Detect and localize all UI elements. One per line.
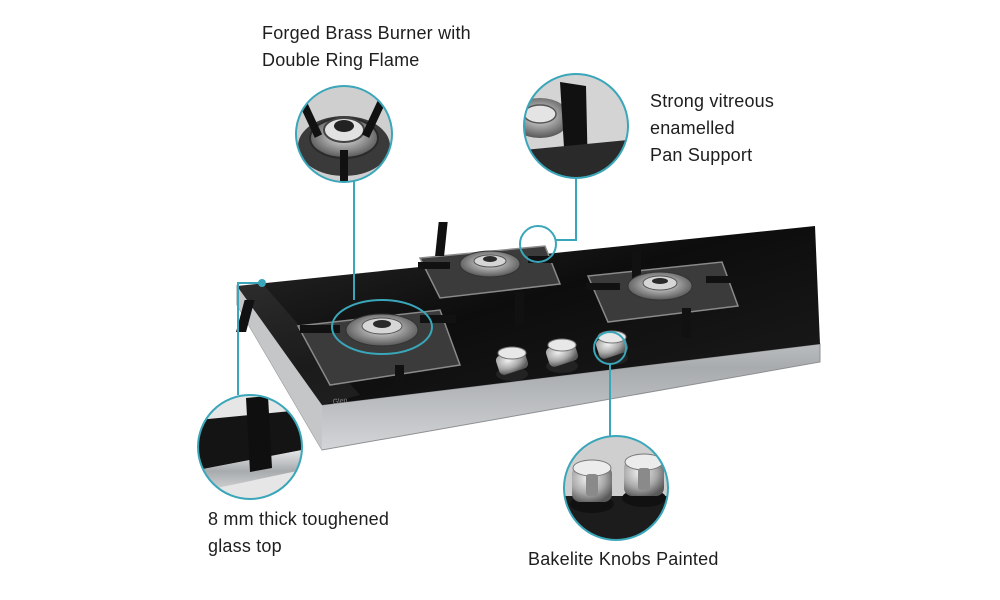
burner-cap <box>652 278 668 284</box>
knob-middle <box>545 338 579 373</box>
pan-support-arm <box>528 256 560 263</box>
pan-support-arm <box>515 292 524 324</box>
callout-burner-text: Forged Brass Burner with Double Ring Fla… <box>262 20 471 74</box>
pan-support-highlight-ring <box>519 225 557 263</box>
callout-glass-top-text: 8 mm thick toughened glass top <box>208 506 389 560</box>
burner-front-left <box>236 300 462 395</box>
pan-support-arm <box>586 283 620 290</box>
callout-burner-line-2: Double Ring Flame <box>262 50 420 70</box>
callout-glass-line-2: glass top <box>208 536 282 556</box>
pan-support-arm <box>418 262 450 269</box>
callout-glass-line-1: 8 mm thick toughened <box>208 509 390 529</box>
zoom-knobs-detail <box>563 435 669 541</box>
pan-support-arm <box>435 222 448 256</box>
leader-lines <box>237 176 611 436</box>
burner-right <box>586 250 740 338</box>
callout-knobs-text: Bakelite Knobs Painted <box>528 546 719 573</box>
pan-support-arm <box>236 300 255 332</box>
callout-pan-line-2: enamelled <box>650 118 735 138</box>
zoom-glass-top-detail <box>197 394 303 500</box>
callout-pan-line-3: Pan Support <box>650 145 753 165</box>
callout-knobs-line-1: Bakelite Knobs Painted <box>528 549 719 569</box>
pan-support-arm <box>682 308 691 338</box>
knob-left <box>495 346 529 381</box>
pan-support-arm <box>395 365 404 395</box>
callout-pan-support-text: Strong vitreous enamelled Pan Support <box>650 88 774 169</box>
burner-cap <box>373 320 391 328</box>
burner-highlight-ring <box>331 299 433 355</box>
pan-support-arm <box>300 325 340 333</box>
pan-support-leader-line <box>556 176 577 241</box>
burner-cap <box>483 256 497 262</box>
callout-pan-line-1: Strong vitreous <box>650 91 775 111</box>
pan-support-arm <box>420 315 456 323</box>
pan-support-arm <box>632 250 641 280</box>
callout-burner-line-1: Forged Brass Burner with <box>262 23 471 43</box>
pan-support-arm <box>706 276 740 283</box>
burner-back-middle <box>418 222 562 324</box>
zoom-burner-detail <box>295 85 393 183</box>
brand-logo: Glen <box>332 397 348 406</box>
zoom-pan-support-detail <box>523 73 629 179</box>
glass-leader-line <box>237 282 262 395</box>
steel-frame-edge <box>237 286 322 450</box>
